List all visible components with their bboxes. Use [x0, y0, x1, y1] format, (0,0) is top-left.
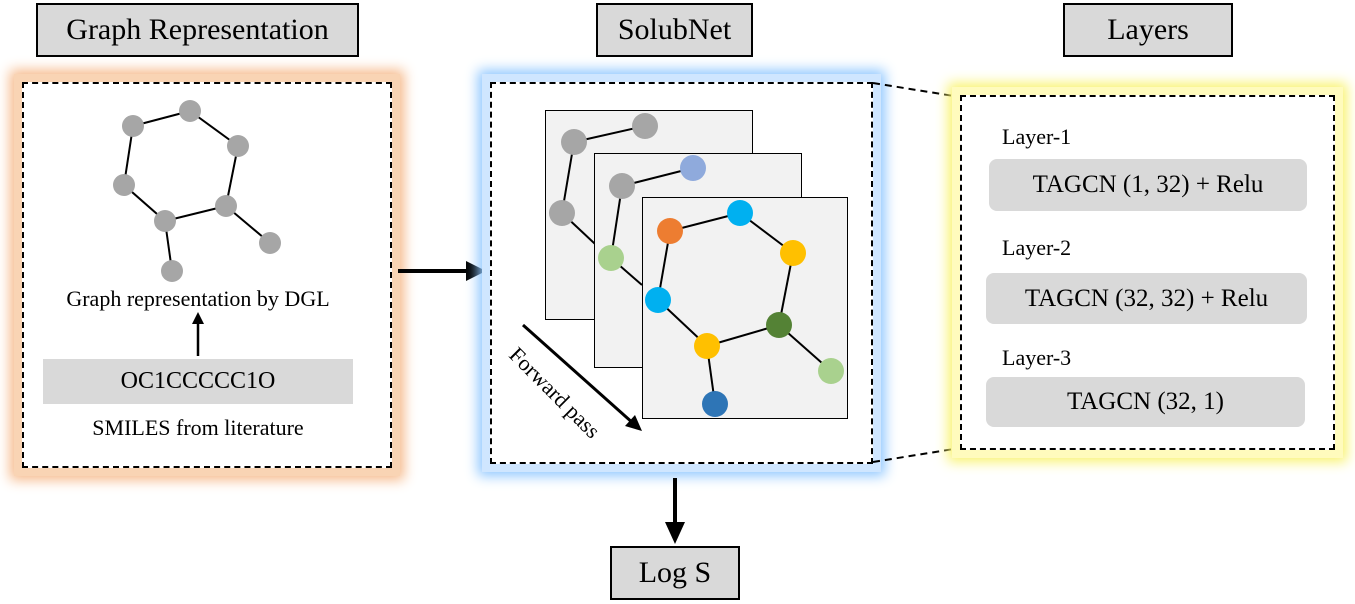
- graph-card-front-content: [645, 200, 844, 417]
- layer-1-label: Layer-1: [1002, 124, 1072, 149]
- layer-2-label: Layer-2: [1002, 235, 1072, 260]
- up-arrow: [192, 312, 204, 356]
- graph-node: [818, 358, 844, 384]
- graph-node: [780, 240, 806, 266]
- graph-node: [179, 100, 201, 122]
- header-solubnet: SolubNet: [596, 3, 753, 57]
- header-graph-representation: Graph Representation: [36, 3, 359, 57]
- graph-node: [766, 312, 792, 338]
- graph-node: [113, 174, 135, 196]
- dgl-label: Graph representation by DGL: [66, 286, 330, 311]
- layer-2-op: TAGCN (32, 32) + Relu: [986, 273, 1307, 324]
- graph-node: [161, 260, 183, 282]
- header-layers: Layers: [1063, 3, 1233, 57]
- forward-pass-arrow: [522, 323, 642, 431]
- middle-panel-frame: [490, 82, 873, 464]
- graph-node: [680, 155, 706, 181]
- layer-3-op: TAGCN (32, 1): [986, 377, 1305, 427]
- layer-1-op: TAGCN (1, 32) + Relu: [989, 159, 1307, 211]
- graph-node: [154, 210, 176, 232]
- graph-node: [227, 135, 249, 157]
- graph-node: [727, 200, 753, 226]
- graph-node: [598, 245, 624, 271]
- graph-node: [609, 173, 635, 199]
- right-panel-frame: [960, 95, 1335, 450]
- graph-node: [122, 115, 144, 137]
- graph-node: [657, 218, 683, 244]
- smiles-caption: SMILES from literature: [92, 415, 304, 440]
- graph-node: [694, 333, 720, 359]
- graph-node: [702, 391, 728, 417]
- graph-node: [259, 232, 281, 254]
- output-log-s: Log S: [610, 546, 740, 600]
- graph-node: [561, 129, 587, 155]
- right-arrow: [398, 261, 486, 281]
- left-panel-frame: [22, 82, 392, 468]
- graph-card-middle-content: [598, 155, 706, 286]
- graph-card-back-content: [549, 113, 658, 259]
- molecule-graph: [113, 100, 281, 282]
- graph-node: [645, 287, 671, 313]
- graph-node: [632, 113, 658, 139]
- graph-node: [215, 195, 237, 217]
- down-arrow: [665, 478, 685, 544]
- smiles-value: OC1CCCCC1O: [43, 359, 353, 404]
- graph-node: [549, 200, 575, 226]
- layer-3-label: Layer-3: [1002, 345, 1072, 370]
